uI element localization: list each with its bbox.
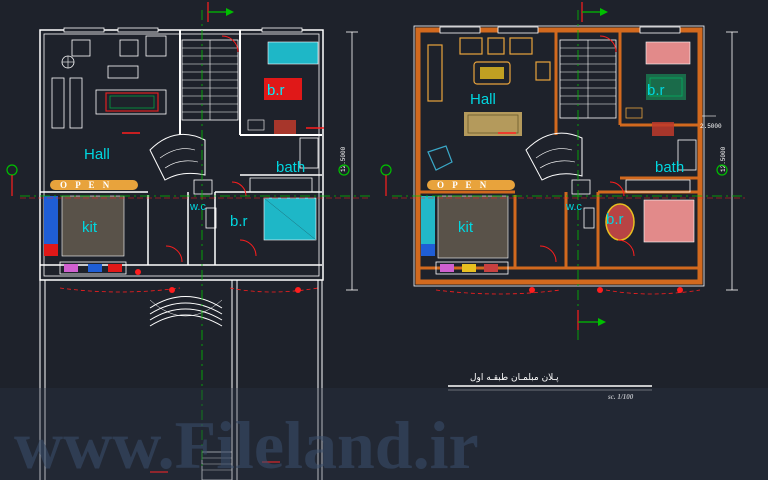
left-bedroom-bottom <box>263 197 317 241</box>
left-stairs <box>181 39 239 121</box>
right-bedroom-bottom <box>605 199 695 243</box>
right-stairs <box>559 39 617 119</box>
left-dimension: 12.5000 <box>340 31 358 291</box>
right-wc-label: w.c <box>565 201 582 213</box>
right-kit-label: kit <box>458 219 474 236</box>
right-bedroom-top <box>625 41 691 119</box>
watermark-text: www.Fileland.ir <box>14 407 479 480</box>
left-hall-label: Hall <box>84 146 110 163</box>
left-bottom-steps <box>201 451 233 480</box>
right-outer-wall <box>415 27 703 285</box>
left-doors <box>59 35 319 293</box>
right-br-top-label: b.r <box>647 82 665 99</box>
left-kitchen <box>44 195 127 275</box>
right-wc <box>571 179 595 229</box>
title-block: پـلان مبلمـان طبقـه اول sc. 1/100 <box>448 373 652 401</box>
right-plan: O P E N Hall b.r bath w.c b.r kit 12.500… <box>413 25 738 295</box>
left-br-top-label: b.r <box>267 82 285 99</box>
right-spiral-stair <box>525 132 583 181</box>
left-br-bottom-label: b.r <box>230 213 248 230</box>
left-outer-wall <box>39 29 324 281</box>
right-br-bottom-label: b.r <box>606 211 624 228</box>
left-front-steps <box>149 296 223 327</box>
left-wc-label: w.c <box>189 201 206 213</box>
drawing-scale: sc. 1/100 <box>607 393 634 401</box>
left-bath-label: bath <box>276 159 305 176</box>
axis-lines <box>20 10 745 470</box>
left-kit-label: kit <box>82 219 98 236</box>
right-bath <box>625 122 697 193</box>
right-small-dimension-label: 2.5000 <box>700 123 722 130</box>
drawing-title: پـلان مبلمـان طبقـه اول <box>470 373 559 383</box>
left-plan: O P E N Hall b.r bath w.c b.r kit 12.500… <box>39 27 358 480</box>
right-doors <box>435 35 701 295</box>
axis-markers <box>6 2 728 473</box>
right-hall-label: Hall <box>470 91 496 108</box>
right-dimension-label: 12.5000 <box>720 146 727 172</box>
left-bath <box>249 120 319 193</box>
right-hall-furniture <box>427 37 551 171</box>
left-dimension-label: 12.5000 <box>340 146 347 172</box>
left-open-label: O P E N <box>60 180 112 190</box>
left-spiral-stair <box>149 133 206 181</box>
watermark: www.Fileland.ir <box>0 388 768 480</box>
left-hall-furniture <box>51 35 167 129</box>
left-wc <box>193 179 217 229</box>
right-bath-label: bath <box>655 159 684 176</box>
right-dimension: 12.5000 2.5000 <box>700 31 738 291</box>
left-bedroom-top <box>247 41 319 131</box>
right-kitchen <box>421 195 509 275</box>
right-open-label: O P E N <box>437 180 489 190</box>
right-open-banner: O P E N <box>427 180 515 190</box>
left-open-banner: O P E N <box>50 180 138 190</box>
